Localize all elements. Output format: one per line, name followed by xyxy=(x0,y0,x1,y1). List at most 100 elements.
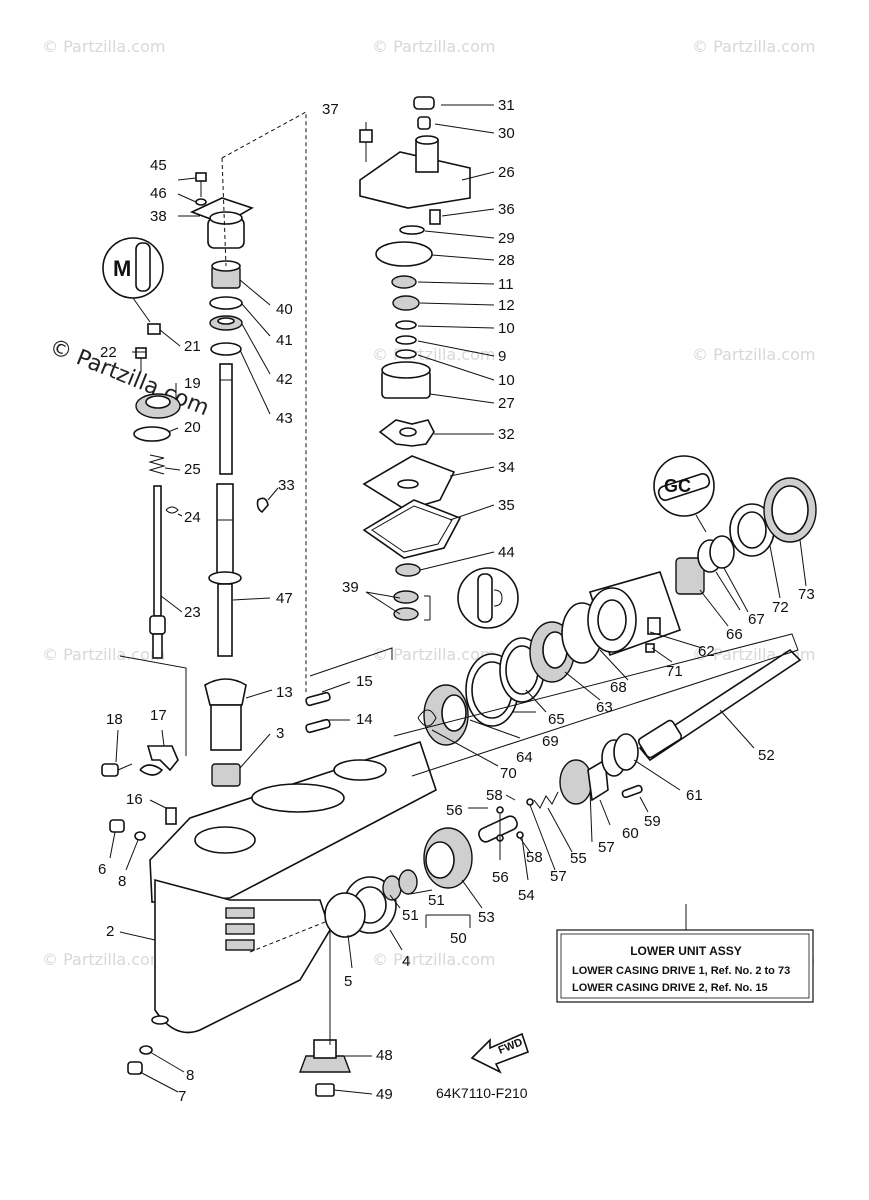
m-symbol-label: M xyxy=(113,256,131,281)
watermark: © Partzilla.com xyxy=(42,950,165,969)
grease-m-symbol-icon xyxy=(102,237,164,299)
callout-40: 40 xyxy=(276,301,293,318)
callout-21: 21 xyxy=(184,338,201,355)
callout-12: 12 xyxy=(498,297,515,314)
watermark: © Partzilla.com xyxy=(372,37,495,56)
callout-44: 44 xyxy=(498,544,515,561)
callout-43: 43 xyxy=(276,410,293,427)
callout-5: 5 xyxy=(344,973,352,990)
callout-22: 22 xyxy=(100,344,117,361)
diagram-code: 64K7110-F210 xyxy=(436,1085,528,1101)
callout-57b: 57 xyxy=(598,839,615,856)
watermark: © Partzilla.com xyxy=(42,645,165,664)
callout-58a: 58 xyxy=(486,787,503,804)
callout-49: 49 xyxy=(376,1086,393,1103)
callout-14: 14 xyxy=(356,711,373,728)
watermark: © Partzilla.com xyxy=(372,645,495,664)
callout-15: 15 xyxy=(356,673,373,690)
callout-3: 3 xyxy=(276,725,284,742)
callout-6: 6 xyxy=(98,861,106,878)
callout-10a: 10 xyxy=(498,320,515,337)
callout-23: 23 xyxy=(184,604,201,621)
callout-47: 47 xyxy=(276,590,293,607)
callout-24: 24 xyxy=(184,509,201,526)
callout-51a: 51 xyxy=(402,907,419,924)
callout-2: 2 xyxy=(106,923,114,940)
callout-25: 25 xyxy=(184,461,201,478)
water-pump-group xyxy=(305,96,519,734)
watermark: © Partzilla.com xyxy=(692,345,815,364)
callout-36: 36 xyxy=(498,201,515,218)
callout-32: 32 xyxy=(498,426,515,443)
callout-56a: 56 xyxy=(446,802,463,819)
callout-50: 50 xyxy=(450,930,467,947)
legend-row-1: LOWER CASING DRIVE 1, Ref. No. 2 to 73 xyxy=(572,965,790,977)
callout-17: 17 xyxy=(150,707,167,724)
callout-57a: 57 xyxy=(550,868,567,885)
callout-42: 42 xyxy=(276,371,293,388)
callout-53: 53 xyxy=(478,909,495,926)
watermark: © Partzilla.com xyxy=(372,345,495,364)
callout-59: 59 xyxy=(644,813,661,830)
callout-33: 33 xyxy=(278,477,295,494)
fwd-arrow-icon: FWD xyxy=(470,1032,530,1074)
callout-51b: 51 xyxy=(428,892,445,909)
legend-title: LOWER UNIT ASSY xyxy=(630,944,742,958)
callout-numbers: 31 30 37 26 36 29 28 11 12 10 9 10 27 32… xyxy=(98,97,815,1105)
callout-27: 27 xyxy=(498,395,515,412)
callout-8b: 8 xyxy=(186,1067,194,1084)
callout-45: 45 xyxy=(150,157,167,174)
callout-7: 7 xyxy=(178,1088,186,1105)
callout-58b: 58 xyxy=(526,849,543,866)
driveshaft-group: M xyxy=(101,172,269,841)
callout-65: 65 xyxy=(548,711,565,728)
callout-55: 55 xyxy=(570,850,587,867)
callout-18: 18 xyxy=(106,711,123,728)
watermark: © Partzilla.com xyxy=(372,950,495,969)
callout-8a: 8 xyxy=(118,873,126,890)
callout-39: 39 xyxy=(342,579,359,596)
legend-row-2: LOWER CASING DRIVE 2, Ref. No. 15 xyxy=(572,982,768,994)
callout-38: 38 xyxy=(150,208,167,225)
callout-52: 52 xyxy=(758,747,775,764)
callout-37: 37 xyxy=(322,101,339,118)
callout-71: 71 xyxy=(666,663,683,680)
callout-16: 16 xyxy=(126,791,143,808)
callout-41: 41 xyxy=(276,332,293,349)
callout-4: 4 xyxy=(402,953,410,970)
callout-46: 46 xyxy=(150,185,167,202)
leader-lines xyxy=(109,104,807,1095)
callout-9: 9 xyxy=(498,348,506,365)
callout-48: 48 xyxy=(376,1047,393,1064)
callout-10b: 10 xyxy=(498,372,515,389)
callout-34: 34 xyxy=(498,459,515,476)
callout-26: 26 xyxy=(498,164,515,181)
lower-unit-legend-box: LOWER UNIT ASSY LOWER CASING DRIVE 1, Re… xyxy=(556,929,814,1003)
callout-63: 63 xyxy=(596,699,613,716)
callout-67: 67 xyxy=(748,611,765,628)
callout-56b: 56 xyxy=(492,869,509,886)
callout-70: 70 xyxy=(500,765,517,782)
lower-casing xyxy=(127,740,437,1075)
watermark: © Partzilla.com xyxy=(692,37,815,56)
callout-29: 29 xyxy=(498,230,515,247)
callout-54: 54 xyxy=(518,887,535,904)
callout-60: 60 xyxy=(622,825,639,842)
callout-72: 72 xyxy=(772,599,789,616)
callout-13: 13 xyxy=(276,684,293,701)
callout-66: 66 xyxy=(726,626,743,643)
callout-30: 30 xyxy=(498,125,515,142)
callout-28: 28 xyxy=(498,252,515,269)
callout-73: 73 xyxy=(798,586,815,603)
callout-31: 31 xyxy=(498,97,515,114)
callout-20: 20 xyxy=(184,419,201,436)
callout-35: 35 xyxy=(498,497,515,514)
watermark: © Partzilla.com xyxy=(42,37,165,56)
callout-62: 62 xyxy=(698,643,715,660)
gc-symbol-label: GC xyxy=(664,476,691,496)
callout-19: 19 xyxy=(184,375,201,392)
callout-69: 69 xyxy=(542,733,559,750)
callout-61: 61 xyxy=(686,787,703,804)
callout-11: 11 xyxy=(498,276,514,293)
